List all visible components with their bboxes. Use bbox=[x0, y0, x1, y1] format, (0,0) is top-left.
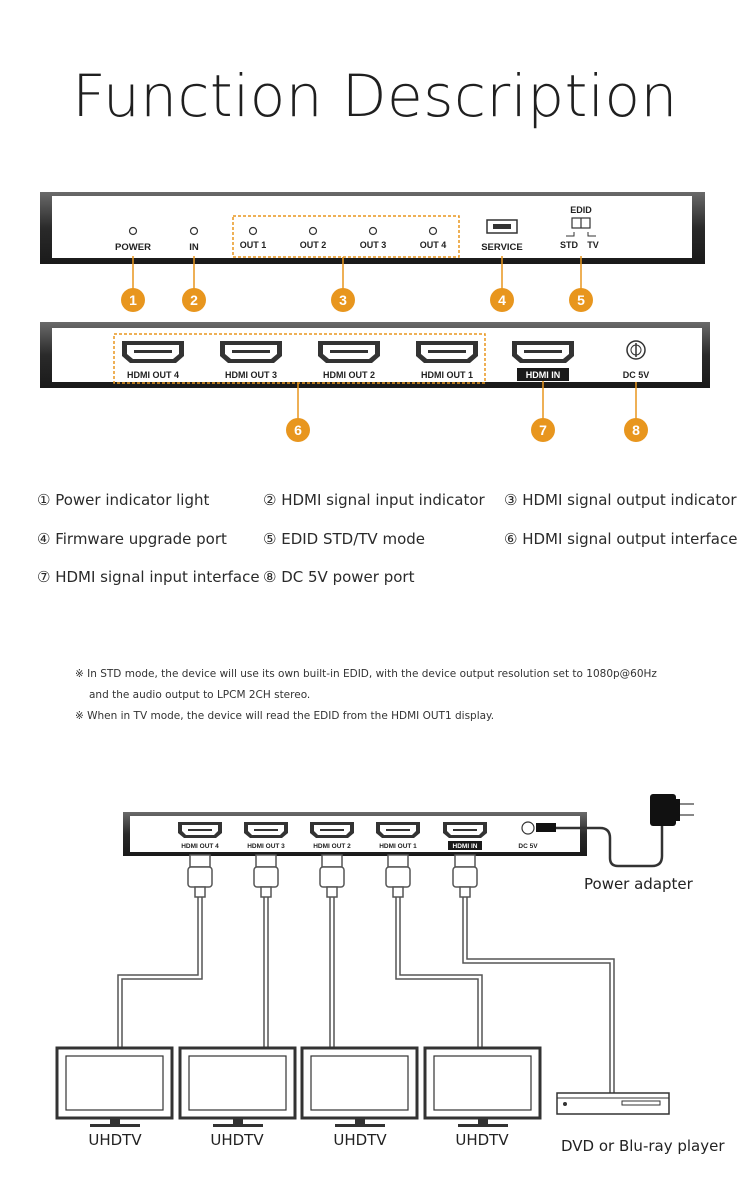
service-port bbox=[486, 219, 518, 234]
display-1 bbox=[55, 1046, 174, 1127]
hdmi-out1-port bbox=[416, 341, 478, 363]
out2-label: OUT 2 bbox=[300, 240, 327, 250]
note-std-mode-cont: and the audio output to LPCM 2CH stereo. bbox=[89, 689, 311, 701]
edid-std-label: STD bbox=[560, 240, 579, 250]
conn-dc-label: DC 5V bbox=[518, 843, 538, 850]
hdmi-in-label: HDMI IN bbox=[526, 370, 561, 380]
callout-3: 3 bbox=[331, 288, 355, 312]
hdmi-cables bbox=[117, 854, 615, 1093]
callout-8: 8 bbox=[624, 418, 648, 442]
dvd-player-label: DVD or Blu-ray player bbox=[561, 1137, 725, 1155]
front-panel: POWER IN OUT 1 OUT 2 OUT 3 OUT 4 SERVICE… bbox=[40, 192, 705, 264]
display-3 bbox=[300, 1046, 419, 1127]
legend-item-2: ② HDMI signal input indicator bbox=[263, 491, 485, 509]
conn-out4-label: HDMI OUT 4 bbox=[181, 843, 219, 850]
svg-text:1: 1 bbox=[129, 292, 137, 308]
dc-jack bbox=[626, 340, 646, 360]
note-std-mode: ※ In STD mode, the device will use its o… bbox=[75, 668, 657, 680]
front-leds bbox=[128, 226, 438, 236]
display-4-label: UHDTV bbox=[455, 1131, 509, 1149]
legend-item-6: ⑥ HDMI signal output interface bbox=[504, 530, 738, 548]
hdmi-out2-port bbox=[318, 341, 380, 363]
svg-text:8: 8 bbox=[632, 422, 640, 438]
callout-1: 1 bbox=[121, 288, 145, 312]
dvd-player: DVD or Blu-ray player bbox=[556, 1092, 725, 1155]
power-adapter-label: Power adapter bbox=[584, 875, 694, 893]
hdmi-out4-label: HDMI OUT 4 bbox=[127, 370, 179, 380]
callout-6: 6 bbox=[286, 418, 310, 442]
legend-item-7: ⑦ HDMI signal input interface bbox=[37, 568, 260, 586]
hdmi-in-port bbox=[512, 341, 574, 363]
out3-label: OUT 3 bbox=[360, 240, 387, 250]
conn-hdmi-ports bbox=[178, 822, 487, 838]
svg-text:4: 4 bbox=[498, 292, 506, 308]
outputs-highlight bbox=[113, 333, 486, 384]
power-adapter: Power adapter bbox=[536, 794, 694, 893]
display-2 bbox=[178, 1046, 297, 1127]
svg-text:3: 3 bbox=[339, 292, 347, 308]
callout-5: 5 bbox=[569, 288, 593, 312]
output-leds-highlight bbox=[232, 215, 460, 258]
power-label: POWER bbox=[115, 242, 151, 253]
conn-out2-label: HDMI OUT 2 bbox=[313, 843, 351, 850]
out1-led bbox=[248, 226, 258, 236]
display-4 bbox=[423, 1046, 542, 1127]
legend-item-5: ⑤ EDID STD/TV mode bbox=[263, 530, 426, 548]
hdmi-out3-port bbox=[220, 341, 282, 363]
callout-4: 4 bbox=[490, 288, 514, 312]
legend-item-4: ④ Firmware upgrade port bbox=[37, 530, 227, 548]
page-title: Function Description bbox=[72, 62, 678, 130]
hdmi-ports bbox=[122, 341, 574, 363]
in-label: IN bbox=[189, 242, 199, 253]
edid-tv-label: TV bbox=[587, 240, 599, 250]
callout-2: 2 bbox=[182, 288, 206, 312]
back-callouts: 6 7 8 bbox=[286, 381, 648, 442]
display-3-label: UHDTV bbox=[333, 1131, 387, 1149]
hdmi-out1-label: HDMI OUT 1 bbox=[421, 370, 473, 380]
note-tv-mode: ※ When in TV mode, the device will read … bbox=[75, 710, 495, 722]
edid-label: EDID bbox=[570, 205, 592, 215]
display-2-label: UHDTV bbox=[210, 1131, 264, 1149]
in-led bbox=[189, 226, 199, 236]
hdmi-out2-label: HDMI OUT 2 bbox=[323, 370, 375, 380]
hdmi-out3-label: HDMI OUT 3 bbox=[225, 370, 277, 380]
legend-item-1: ① Power indicator light bbox=[37, 491, 210, 509]
conn-out3-label: HDMI OUT 3 bbox=[247, 843, 285, 850]
conn-in-label: HDMI IN bbox=[453, 843, 478, 850]
out3-led bbox=[368, 226, 378, 236]
svg-text:7: 7 bbox=[539, 422, 547, 438]
front-callouts: 1 2 3 4 5 bbox=[121, 256, 593, 312]
callout-7: 7 bbox=[531, 418, 555, 442]
legend-item-8: ⑧ DC 5V power port bbox=[263, 568, 415, 586]
svg-text:5: 5 bbox=[577, 292, 585, 308]
hdmi-out4-port bbox=[122, 341, 184, 363]
conn-out1-label: HDMI OUT 1 bbox=[379, 843, 417, 850]
legend-item-3: ③ HDMI signal output indicator bbox=[504, 491, 737, 509]
svg-text:6: 6 bbox=[294, 422, 302, 438]
displays: UHDTV UHDTV UHDTV UHDTV bbox=[55, 1046, 542, 1149]
out4-led bbox=[428, 226, 438, 236]
svg-text:2: 2 bbox=[190, 292, 198, 308]
dc5v-label: DC 5V bbox=[623, 370, 650, 380]
back-panel: HDMI OUT 4 HDMI OUT 3 HDMI OUT 2 HDMI OU… bbox=[40, 322, 710, 388]
out1-label: OUT 1 bbox=[240, 240, 267, 250]
power-led bbox=[128, 226, 138, 236]
service-label: SERVICE bbox=[481, 242, 523, 253]
out2-led bbox=[308, 226, 318, 236]
display-1-label: UHDTV bbox=[88, 1131, 142, 1149]
connection-device: HDMI OUT 4 HDMI OUT 3 HDMI OUT 2 HDMI OU… bbox=[123, 812, 587, 856]
out4-label: OUT 4 bbox=[420, 240, 447, 250]
